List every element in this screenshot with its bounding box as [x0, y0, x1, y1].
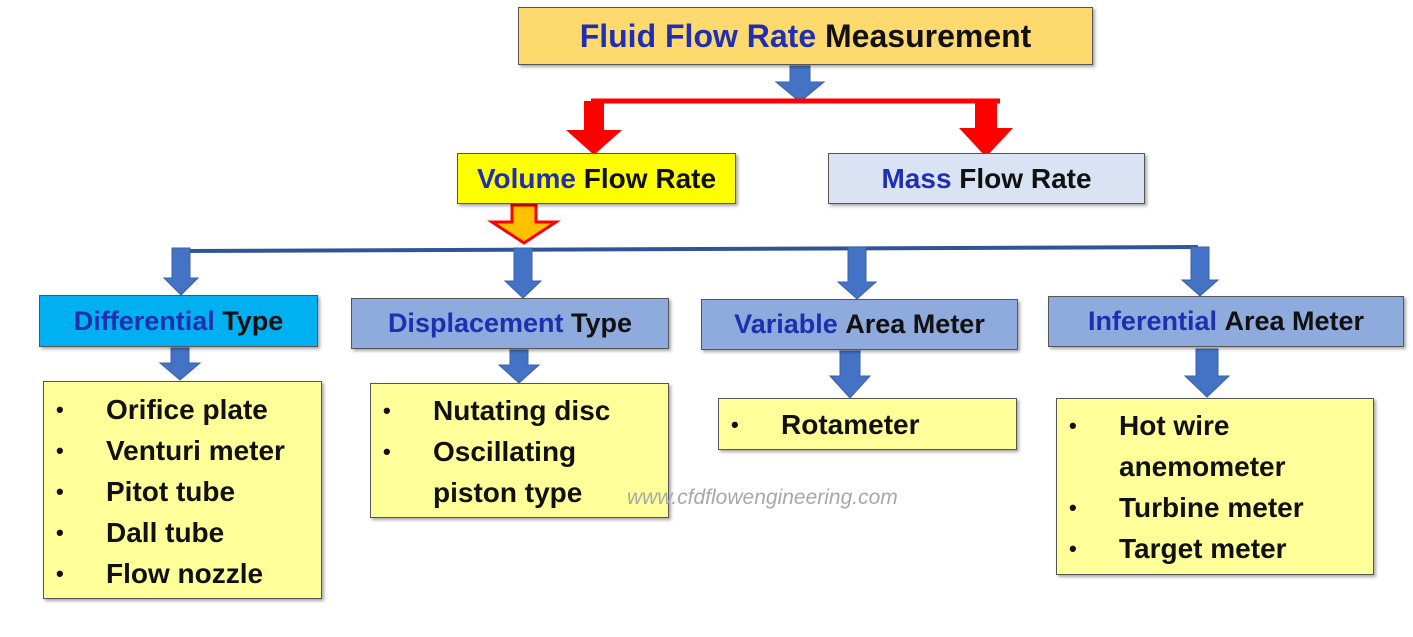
connector-blue-bus — [181, 245, 1199, 253]
list-item: Target meter — [1057, 528, 1373, 569]
inferential-highlight: Inferential — [1087, 306, 1217, 336]
mass-flow-rate-box: Mass Flow Rate — [828, 153, 1145, 204]
mass-rest: Flow Rate — [959, 162, 1092, 194]
arrow-to-volume — [566, 101, 622, 155]
differential-list: Orifice plate Venturi meter Pitot tube D… — [43, 381, 322, 599]
volume-highlight: Volume — [476, 162, 577, 194]
list-item: Rotameter — [719, 404, 1016, 445]
displacement-highlight: Displacement — [387, 308, 564, 338]
inferential-list: Hot wire anemometer Turbine meter Target… — [1056, 398, 1374, 575]
list-item: Nutating disc — [371, 390, 668, 431]
variable-rest: Area Meter — [845, 309, 985, 339]
list-item: Flow nozzle — [44, 553, 321, 594]
inferential-rest: Area Meter — [1224, 306, 1365, 336]
differential-highlight: Differential — [73, 305, 215, 336]
differential-type-box: Differential Type — [39, 295, 318, 347]
arrow-title-down — [774, 65, 826, 103]
differential-rest: Type — [222, 305, 284, 336]
arrow-differential-list — [158, 347, 202, 381]
volume-rest: Flow Rate — [583, 162, 717, 194]
arrow-to-mass — [959, 101, 1013, 157]
arrow-to-displacement — [503, 247, 543, 299]
title-box: Fluid Flow Rate Measurement — [518, 7, 1093, 65]
arrow-inferential-list — [1183, 348, 1231, 398]
displacement-type-box: Displacement Type — [351, 298, 669, 349]
arrow-to-inferential — [1180, 246, 1220, 297]
arrow-volume-down — [486, 203, 562, 245]
list-item: Venturi meter — [44, 430, 321, 471]
list-item: Dall tube — [44, 512, 321, 553]
volume-flow-rate-box: Volume Flow Rate — [457, 153, 736, 204]
variable-list: Rotameter — [718, 398, 1017, 450]
mass-highlight: Mass — [881, 162, 952, 194]
variable-area-meter-box: Variable Area Meter — [701, 299, 1018, 350]
title-rest: Measurement — [825, 17, 1032, 54]
variable-highlight: Variable — [734, 309, 838, 339]
displacement-rest: Type — [571, 308, 633, 338]
arrow-displacement-list — [497, 349, 541, 384]
inferential-area-meter-box: Inferential Area Meter — [1048, 296, 1404, 347]
list-item: Oscillating piston type — [371, 431, 623, 513]
displacement-list: Nutating disc Oscillating piston type — [370, 383, 669, 518]
title-highlight: Fluid Flow Rate — [579, 17, 817, 54]
arrow-variable-list — [828, 350, 872, 399]
list-item: Orifice plate — [44, 389, 321, 430]
arrow-to-variable — [836, 246, 878, 300]
arrow-to-differential — [162, 247, 200, 296]
watermark: www.cfdflowengineering.com — [627, 486, 898, 509]
list-item: Pitot tube — [44, 471, 321, 512]
list-item: Hot wire anemometer — [1057, 405, 1309, 487]
list-item: Turbine meter — [1057, 487, 1373, 528]
